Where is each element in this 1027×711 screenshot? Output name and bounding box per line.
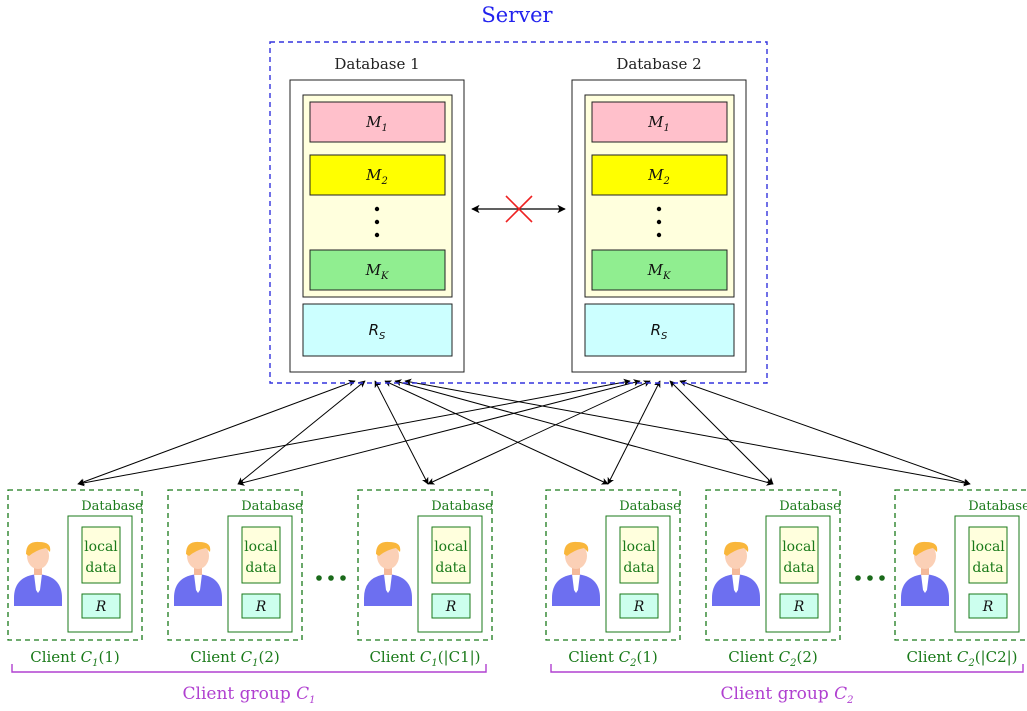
server-result-rs: RS <box>584 303 735 357</box>
client-result: R <box>255 599 267 615</box>
person-icon <box>901 541 949 606</box>
vertical-ellipsis <box>374 206 380 238</box>
client-database-label: Database <box>619 499 681 514</box>
client-database-label: Database <box>431 499 493 514</box>
client-database-label: Database <box>81 499 143 514</box>
svg-text:M2: M2 <box>647 166 670 187</box>
svg-text:Client group C2: Client group C2 <box>721 684 854 706</box>
database-2-title: Database 2 <box>616 55 701 73</box>
client-group-1: Client group C1 <box>11 664 487 706</box>
client-label: Client C2(2) <box>728 648 818 669</box>
local-data-label: data <box>85 560 116 576</box>
vertical-ellipsis <box>656 206 662 238</box>
local-data-label: local <box>971 539 1005 555</box>
svg-text:M1: M1 <box>647 113 670 134</box>
person-icon <box>14 541 62 606</box>
connection-arrow <box>384 380 609 485</box>
svg-text:RS: RS <box>369 321 386 342</box>
connection-arrow <box>77 379 356 486</box>
model-m2: M2 <box>591 154 728 196</box>
server: Server Database 1 M1 M2 MK <box>269 3 768 384</box>
svg-text:MK: MK <box>365 261 389 282</box>
database-1-title: Database 1 <box>334 55 419 73</box>
model-mk: MK <box>309 249 446 291</box>
local-data-label: data <box>972 560 1003 576</box>
client-label: Client C2(|C2|) <box>906 648 1017 669</box>
client-database-label: Database <box>779 499 841 514</box>
ellipsis-icon <box>316 575 346 581</box>
local-data-label: data <box>623 560 654 576</box>
client-result: R <box>793 599 805 615</box>
client-result: R <box>445 599 457 615</box>
client-label: Client C1(2) <box>190 648 280 669</box>
local-data-label: local <box>84 539 118 555</box>
client-label: Client C1(1) <box>30 648 120 669</box>
server-border <box>269 41 768 384</box>
client-result: R <box>95 599 107 615</box>
server-database-1: Database 1 M1 M2 MK RS <box>289 55 465 373</box>
person-icon <box>552 541 600 606</box>
svg-text:Client group C1: Client group C1 <box>183 684 316 706</box>
model-m1: M1 <box>591 101 728 143</box>
connection-arrow <box>427 380 651 485</box>
model-m2: M2 <box>309 154 446 196</box>
client-database-label: Database <box>968 499 1027 514</box>
client-database-label: Database <box>241 499 303 514</box>
server-result-rs: RS <box>302 303 453 357</box>
local-data-label: data <box>783 560 814 576</box>
svg-text:RS: RS <box>651 321 668 342</box>
model-mk: MK <box>591 249 728 291</box>
client-result: R <box>633 599 645 615</box>
blocked-link <box>471 195 566 223</box>
connection-arrow <box>237 379 641 486</box>
person-icon <box>364 541 412 606</box>
server-database-2: Database 2 M1 M2 MK RS <box>571 55 747 373</box>
client-result: R <box>982 599 994 615</box>
client-label: Client C1(|C1|) <box>369 648 480 669</box>
connection-arrow <box>404 378 971 487</box>
client-group-2: Client group C2 <box>550 664 1024 706</box>
svg-text:MK: MK <box>647 261 671 282</box>
local-data-label: local <box>782 539 816 555</box>
connection-arrow <box>374 380 429 485</box>
connection-arrows <box>77 378 971 487</box>
local-data-label: local <box>622 539 656 555</box>
server-title: Server <box>481 3 553 27</box>
svg-text:M2: M2 <box>365 166 388 187</box>
connection-arrow <box>394 379 774 486</box>
svg-text:M1: M1 <box>365 113 388 134</box>
connection-arrow <box>237 380 366 485</box>
cross-icon <box>505 195 533 223</box>
local-data-label: local <box>434 539 468 555</box>
local-data-label: data <box>435 560 466 576</box>
person-icon <box>712 541 760 606</box>
client-label: Client C2(1) <box>568 648 658 669</box>
person-icon <box>174 541 222 606</box>
local-data-label: local <box>244 539 278 555</box>
connection-arrow <box>679 379 971 486</box>
connection-arrow <box>77 378 631 487</box>
model-m1: M1 <box>309 101 446 143</box>
local-data-label: data <box>245 560 276 576</box>
ellipsis-icon <box>855 575 885 581</box>
